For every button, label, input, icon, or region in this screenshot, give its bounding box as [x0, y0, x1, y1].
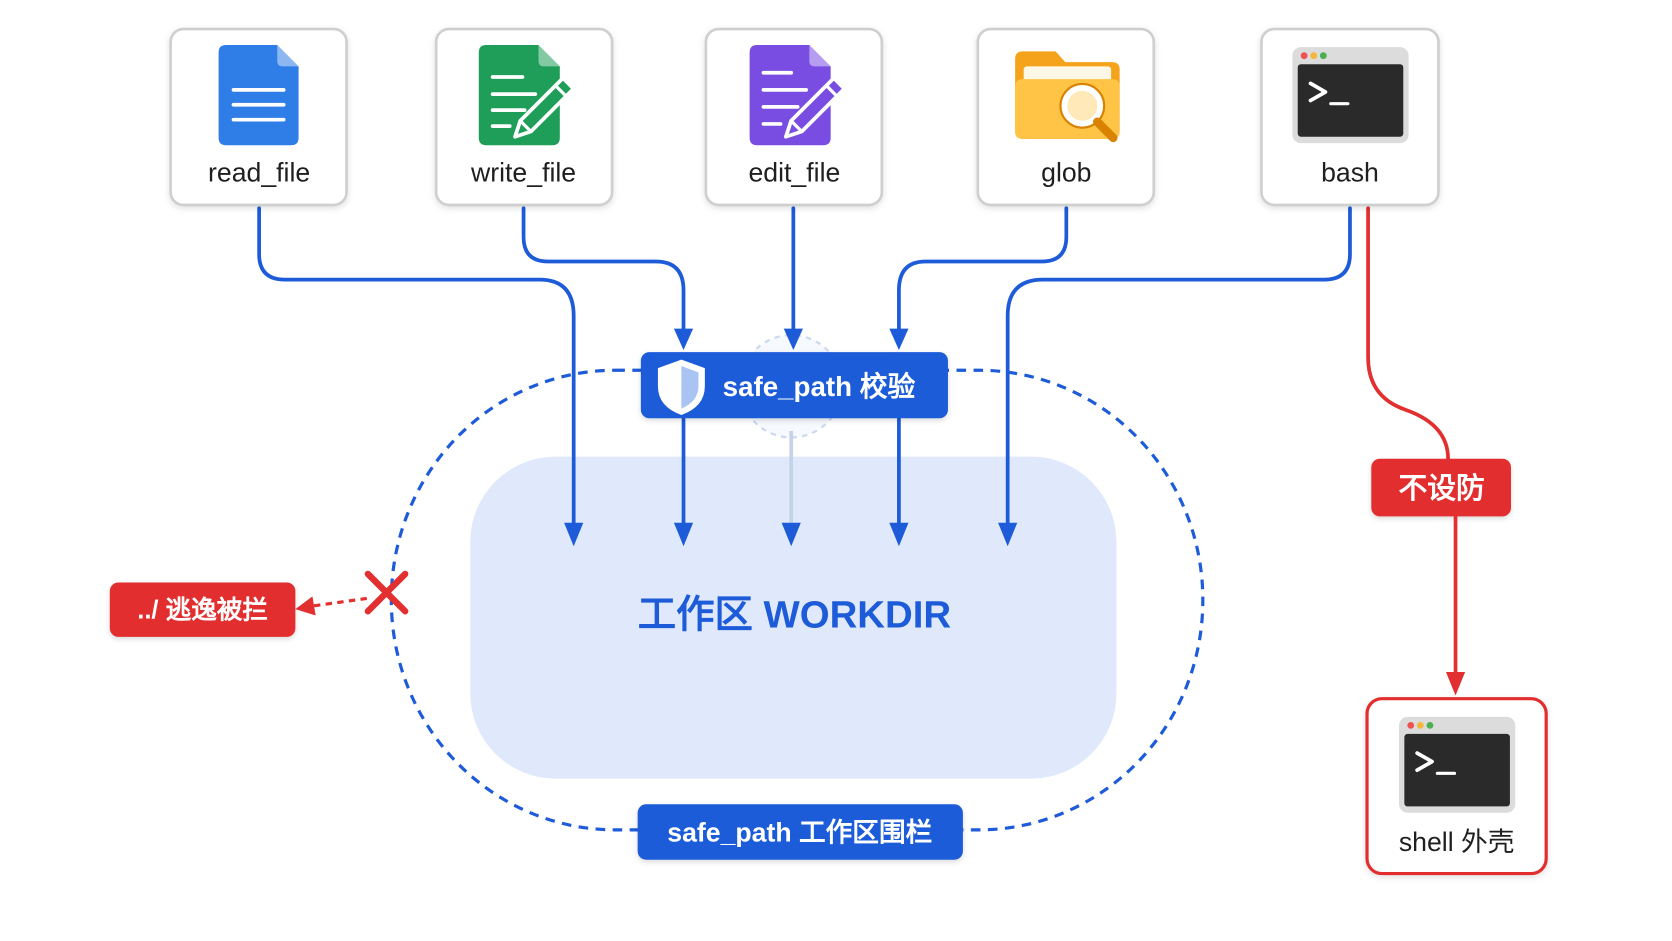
- flow-glob: [897, 206, 1069, 335]
- magnifier-handle: [1092, 117, 1118, 143]
- document-icon: [218, 45, 299, 146]
- window-dot-yellow: [1310, 52, 1318, 60]
- check-badge-label: safe_path 校验: [723, 371, 916, 402]
- window-dot-green: [1426, 721, 1434, 729]
- prompt-chevron: [1415, 751, 1434, 773]
- terminal-icon: [1399, 716, 1516, 813]
- pencil-band: [554, 84, 568, 98]
- magnifier-lens: [1060, 84, 1104, 128]
- blocked-x-icon: [364, 570, 409, 615]
- pencil-band: [825, 84, 839, 98]
- arrowhead: [673, 522, 694, 547]
- escape-arrow-line: [313, 596, 368, 608]
- tool-card-glob: glob: [976, 27, 1156, 207]
- magnifier-rim: [1059, 82, 1106, 129]
- pencil-tip-line: [519, 119, 533, 133]
- bypass-badge-label: 不设防: [1399, 473, 1485, 505]
- terminal-icon: [1292, 47, 1409, 144]
- tool-label: bash: [1321, 158, 1379, 188]
- pencil-body: [784, 76, 847, 139]
- doc-fold: [538, 45, 560, 67]
- tool-flows: [257, 206, 1352, 547]
- arrowhead: [889, 522, 909, 547]
- pencil-body: [513, 76, 576, 139]
- fence-badge-box: [637, 804, 963, 860]
- check-badge-box: [640, 352, 948, 419]
- prompt-chevron: [1308, 81, 1328, 103]
- window-dot-yellow: [1416, 721, 1424, 729]
- fence-badge-label: safe_path 工作区围栏: [667, 818, 932, 848]
- shell-card: shell 外壳: [1365, 697, 1548, 876]
- document-edit-icon: [749, 45, 847, 146]
- x-stroke: [364, 570, 409, 615]
- check-badge: safe_path 校验: [640, 352, 948, 419]
- pencil-icon: [784, 76, 847, 139]
- terminal-screen: [1297, 64, 1404, 137]
- bypass-line-upper: [1366, 206, 1450, 461]
- flow-write-file: [521, 206, 686, 335]
- window-dot-red: [1300, 52, 1308, 60]
- escape-blocked: ../ 逃逸被拦: [109, 570, 409, 637]
- shell-label: shell 外壳: [1399, 827, 1514, 857]
- tool-label: glob: [1041, 158, 1091, 188]
- bash-bypass: 不设防: [1366, 206, 1511, 696]
- escape-badge-box: [109, 582, 296, 637]
- arrowhead: [295, 596, 316, 616]
- pencil-tip-line: [789, 119, 803, 133]
- terminal-screen: [1404, 733, 1510, 807]
- tool-card-read-file: read_file: [169, 27, 348, 207]
- tool-label: edit_file: [748, 158, 840, 188]
- escape-badge-label: ../ 逃逸被拦: [137, 596, 268, 625]
- arrowhead: [781, 522, 801, 547]
- tool-label: write_file: [470, 158, 576, 188]
- workdir-box: [470, 456, 1117, 779]
- tool-card-edit-file: edit_file: [704, 27, 884, 207]
- tool-card-bash: bash: [1260, 27, 1440, 207]
- document-edit-icon: [478, 45, 576, 146]
- pencil-icon: [513, 76, 576, 139]
- arrowhead: [783, 328, 803, 351]
- workdir-label: 工作区 WORKDIR: [638, 593, 951, 636]
- flow-read-file: [257, 206, 576, 529]
- bypass-badge-box: [1371, 458, 1511, 517]
- arrowhead: [673, 328, 694, 351]
- arrowhead: [1445, 672, 1466, 696]
- tool-label: read_file: [208, 158, 310, 188]
- workdir-zone: 工作区 WORKDIR: [470, 456, 1117, 779]
- arrowhead: [564, 522, 584, 547]
- fence-badge: safe_path 工作区围栏: [637, 804, 963, 860]
- arrowhead: [998, 522, 1018, 547]
- shield-inner: [681, 366, 699, 409]
- tool-card-write-file: write_file: [434, 27, 614, 207]
- shield-icon: [657, 359, 705, 416]
- window-dot-red: [1407, 721, 1415, 729]
- window-dot-green: [1319, 52, 1327, 60]
- flow-bash: [1005, 206, 1352, 529]
- folder-search-icon: [1015, 51, 1120, 143]
- arrowhead: [889, 328, 909, 351]
